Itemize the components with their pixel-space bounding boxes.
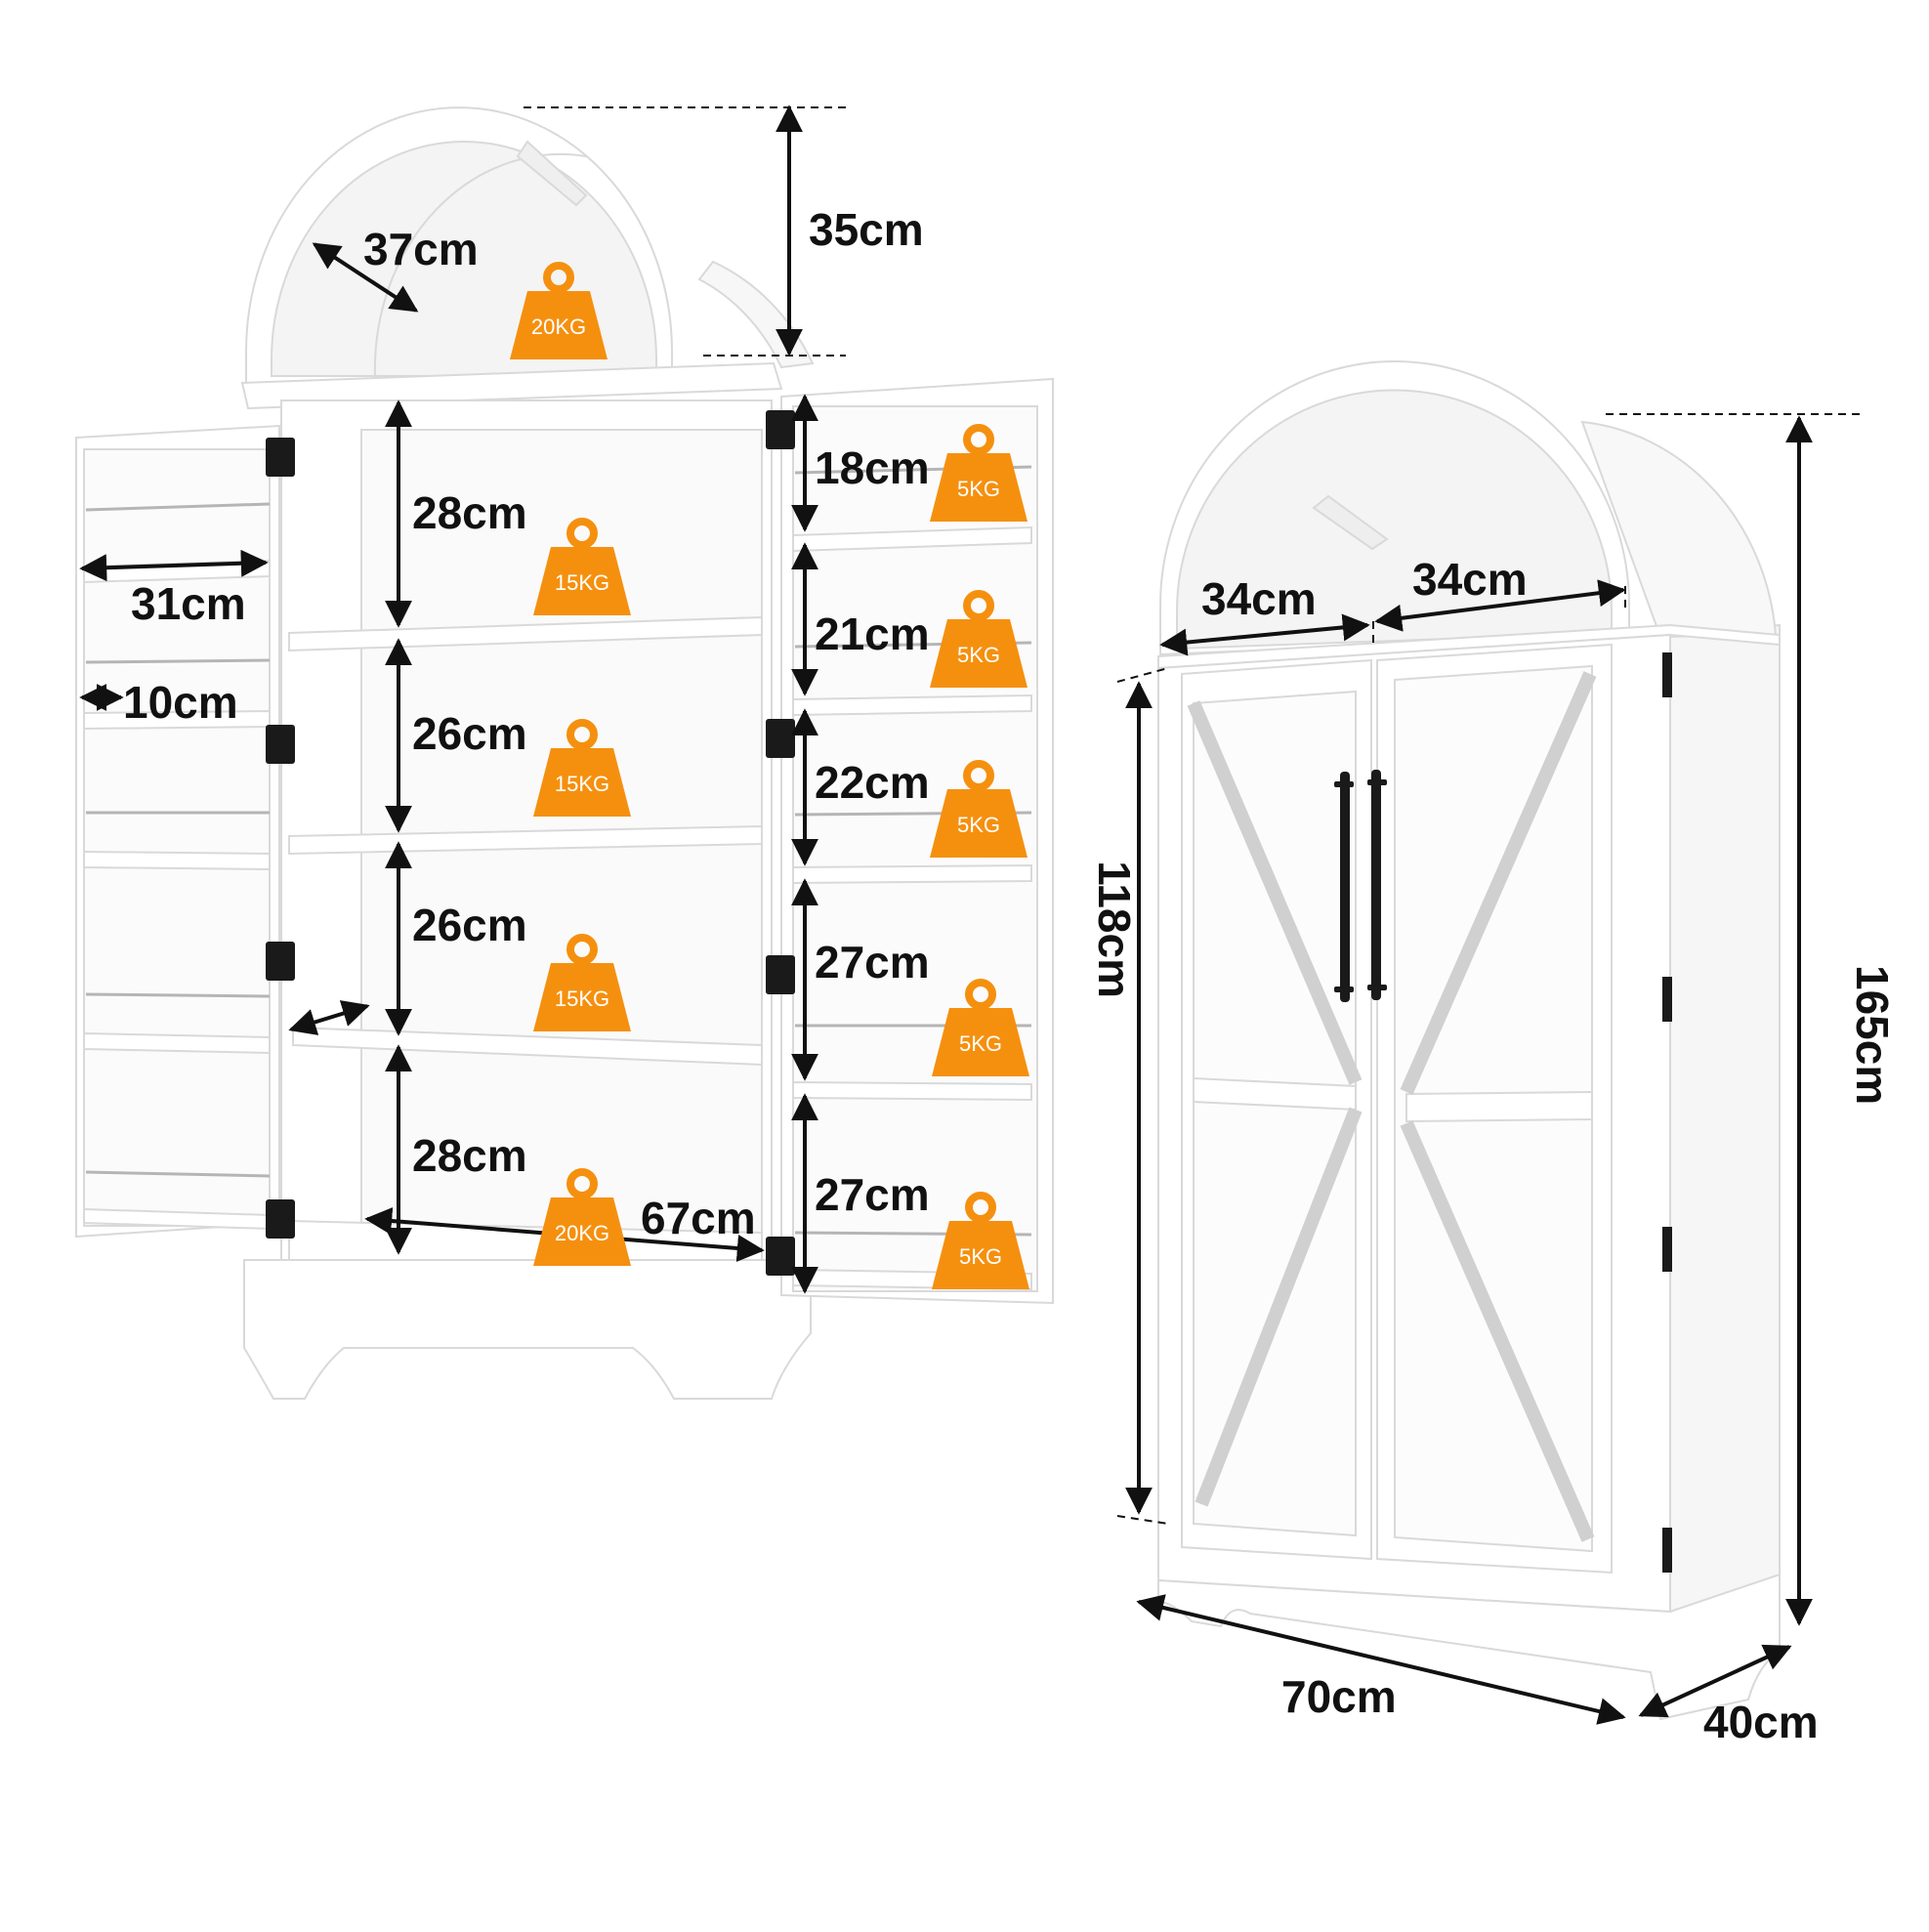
shelf-3-height-label: 26cm [412, 900, 527, 950]
door-shelf-3-label: 22cm [815, 757, 930, 808]
weight-icon [533, 719, 631, 817]
extension-lines [524, 106, 1866, 1525]
open-cabinet-base [243, 1259, 812, 1400]
depth-label: 40cm [1703, 1697, 1819, 1747]
weight-badge-shelf-3: 15KG [531, 934, 633, 1035]
door-shelf-4-label: 27cm [815, 937, 930, 987]
shelf-1-height-label: 28cm [412, 487, 527, 538]
weight-badge-door-1: 5KG [928, 424, 1029, 525]
arch-left-width-label: 34cm [1201, 573, 1317, 624]
weight-icon [533, 934, 631, 1031]
weight-icon [932, 1192, 1029, 1289]
weight-icon [932, 979, 1029, 1076]
weight-icon [930, 760, 1027, 858]
door-shelf-depth-label: 10cm [123, 677, 238, 728]
closed-hinges [1662, 652, 1672, 1573]
weight-badge-door-5: 5KG [930, 1192, 1031, 1293]
weight-badge-door-3: 5KG [928, 760, 1029, 861]
weight-badge-door-4: 5KG [930, 979, 1031, 1080]
shelf-4-height-label: 28cm [412, 1130, 527, 1181]
total-height-label: 165cm [1847, 965, 1898, 1106]
weight-badge-arch: 20KG [508, 262, 609, 363]
width-label: 70cm [1281, 1671, 1397, 1722]
dimension-lines [79, 105, 1813, 1725]
weight-badge-bottom: 20KG [531, 1168, 633, 1270]
door-height-label: 118cm [1089, 861, 1140, 998]
arch-right-width-label: 34cm [1412, 554, 1528, 605]
shelf-2-height-label: 26cm [412, 708, 527, 759]
door-shelf-5-label: 27cm [815, 1169, 930, 1220]
weight-badge-shelf-2: 15KG [531, 719, 633, 820]
hinges [266, 410, 795, 1276]
weight-badge-shelf-1: 15KG [531, 518, 633, 619]
weight-icon [930, 590, 1027, 688]
arch-depth-label: 37cm [363, 224, 479, 274]
open-cabinet-shelf [292, 1026, 763, 1067]
door-handles [1334, 770, 1387, 1002]
inner-width-label: 67cm [641, 1193, 756, 1243]
weight-icon [510, 262, 608, 359]
weight-icon [533, 518, 631, 615]
weight-icon [533, 1168, 631, 1266]
arch-height-label: 35cm [809, 204, 924, 255]
weight-icon [930, 424, 1027, 522]
weight-badge-door-2: 5KG [928, 590, 1029, 692]
door-width-label: 31cm [131, 578, 246, 629]
door-shelf-2-label: 21cm [815, 609, 930, 659]
open-cabinet-arch-slab [240, 361, 783, 410]
door-shelf-1-label: 18cm [815, 442, 930, 493]
